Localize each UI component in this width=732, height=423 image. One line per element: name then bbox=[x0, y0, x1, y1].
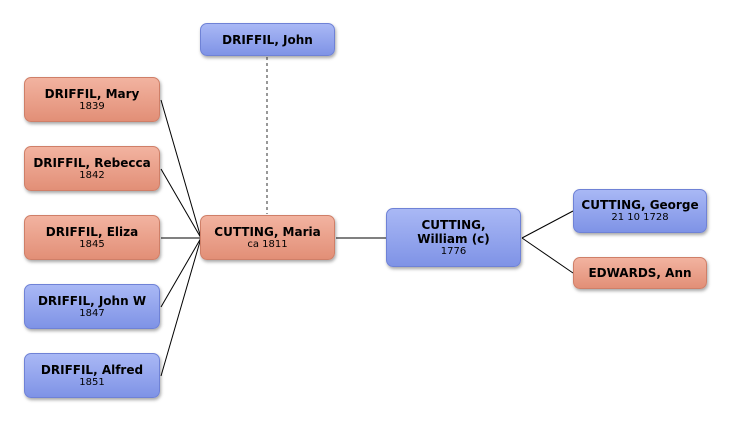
parent-connector-george bbox=[521, 210, 574, 239]
person-node-edwards-ann[interactable]: EDWARDS, Ann bbox=[573, 257, 707, 289]
person-node-driffil-rebecca[interactable]: DRIFFIL, Rebecca 1842 bbox=[24, 146, 160, 191]
person-node-cutting-george[interactable]: CUTTING, George 21 10 1728 bbox=[573, 189, 707, 233]
person-name: DRIFFIL, Mary bbox=[44, 86, 140, 101]
person-node-driffil-alfred[interactable]: DRIFFIL, Alfred 1851 bbox=[24, 353, 160, 398]
person-name: DRIFFIL, John bbox=[222, 32, 313, 47]
person-name: DRIFFIL, Rebecca bbox=[33, 155, 151, 170]
person-node-driffil-eliza[interactable]: DRIFFIL, Eliza 1845 bbox=[24, 215, 160, 260]
parent-connector-ann bbox=[521, 237, 574, 274]
person-date: 1847 bbox=[79, 307, 105, 319]
person-name: EDWARDS, Ann bbox=[588, 266, 692, 280]
person-node-cutting-maria[interactable]: CUTTING, Maria ca 1811 bbox=[200, 215, 335, 260]
person-node-driffil-mary[interactable]: DRIFFIL, Mary 1839 bbox=[24, 77, 160, 122]
person-date: ca 1811 bbox=[247, 238, 288, 250]
child-connector-mary bbox=[160, 99, 202, 239]
person-node-cutting-william[interactable]: CUTTING, William (c) 1776 bbox=[386, 208, 521, 267]
person-name: CUTTING, Maria bbox=[214, 224, 321, 239]
person-date: 1851 bbox=[79, 376, 105, 388]
person-name: DRIFFIL, Eliza bbox=[45, 224, 139, 239]
person-date: 21 10 1728 bbox=[611, 212, 669, 223]
person-node-driffil-john[interactable]: DRIFFIL, John bbox=[200, 23, 335, 56]
person-date: 1845 bbox=[79, 238, 105, 250]
person-node-driffil-john-w[interactable]: DRIFFIL, John W 1847 bbox=[24, 284, 160, 329]
person-date: 1842 bbox=[79, 169, 105, 181]
person-name: DRIFFIL, Alfred bbox=[40, 362, 144, 377]
child-connector-rebecca bbox=[160, 168, 202, 239]
person-name: CUTTING, George bbox=[581, 198, 699, 212]
person-name: DRIFFIL, John W bbox=[37, 293, 147, 308]
person-date: 1776 bbox=[440, 245, 467, 257]
child-connector-alfred bbox=[160, 237, 202, 377]
child-connector-johnw bbox=[160, 237, 202, 308]
person-name: CUTTING, William (c) bbox=[417, 217, 490, 246]
person-date: 1839 bbox=[79, 100, 105, 112]
